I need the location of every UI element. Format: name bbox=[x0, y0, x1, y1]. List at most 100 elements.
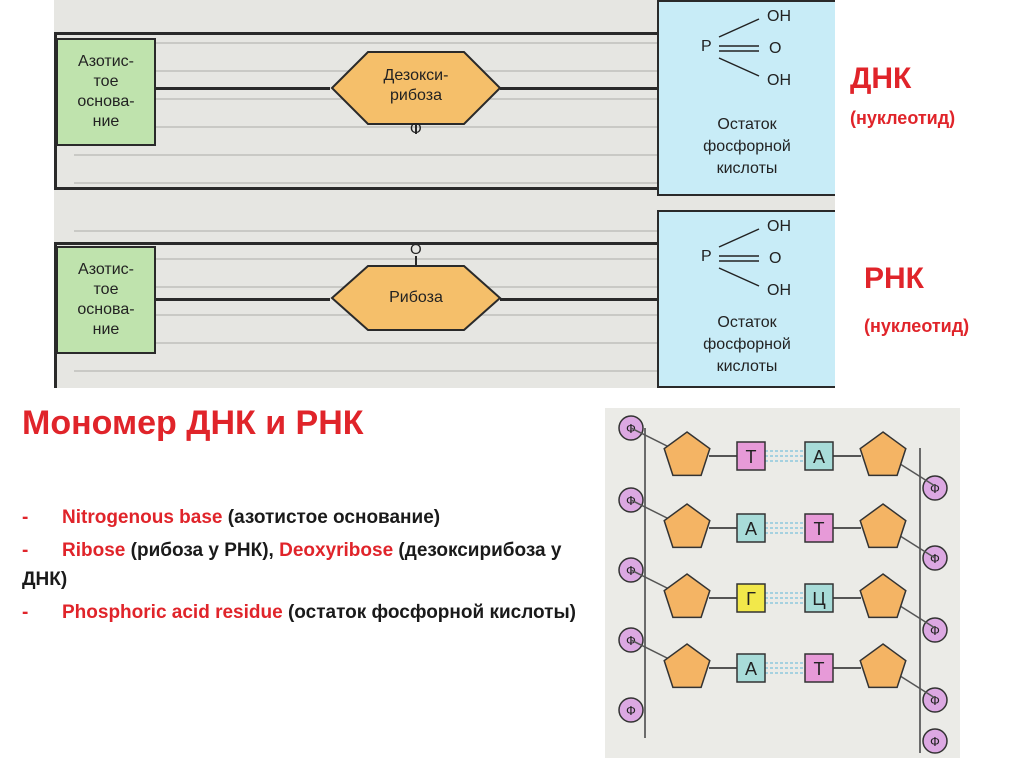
phosphate-label: Ф bbox=[930, 734, 940, 749]
sugar-phosphate-bond bbox=[896, 461, 936, 487]
dna-subtitle: (нуклеотид) bbox=[850, 108, 956, 128]
russian-gloss: (дезоксирибоза у ДНК) bbox=[22, 540, 562, 590]
list-dash: - bbox=[22, 602, 29, 623]
russian-gloss: (остаток фосфорной кислоты) bbox=[282, 602, 577, 623]
english-term: Ribose bbox=[62, 540, 126, 561]
sugar-pentagon bbox=[663, 573, 711, 619]
caption-line: Остаток bbox=[717, 314, 777, 331]
caption-line: Остаток bbox=[717, 116, 777, 133]
rna-nitrogenous-base-box: Азотис- тое основа- ние bbox=[56, 246, 156, 354]
english-term: Nitrogenous base bbox=[62, 507, 223, 528]
rna-base-sugar-bond bbox=[154, 298, 330, 301]
phosphate-circle bbox=[922, 728, 948, 754]
oxygen-group: О bbox=[769, 40, 782, 57]
dna-sugar-phosphate-bond bbox=[500, 87, 660, 90]
list-dash: - bbox=[22, 507, 29, 528]
base-label-line: ние bbox=[92, 113, 120, 130]
hydroxyl-group: ОН bbox=[767, 218, 791, 235]
dna-phosphoric-acid-box: Р ОН О ОН Остаток фосфорной кислоты bbox=[657, 0, 835, 196]
page-heading: Мономер ДНК и РНК bbox=[22, 404, 364, 442]
nucleobase-right bbox=[804, 653, 834, 683]
nucleobase-left-label: А bbox=[745, 519, 757, 539]
sugar-phosphate-bond bbox=[896, 533, 936, 559]
nucleobase-right bbox=[804, 441, 834, 471]
caption-line: фосфорной bbox=[703, 138, 791, 155]
nucleobase-right bbox=[804, 513, 834, 543]
nucleobase-left bbox=[736, 653, 766, 683]
sugar-pentagon bbox=[859, 431, 907, 477]
nucleobase-right-label: А bbox=[813, 447, 825, 467]
rna-sugar-phosphate-bond bbox=[500, 298, 660, 301]
nucleobase-right bbox=[804, 583, 834, 613]
dna-sugar-label: Дезокси- рибоза bbox=[354, 66, 478, 106]
dna-phosphate-caption: Остаток фосфорной кислоты bbox=[659, 114, 835, 180]
sugar-phosphate-bond bbox=[896, 673, 936, 699]
dna-phosphate-bonds bbox=[718, 18, 760, 77]
base-label-line: основа- bbox=[77, 93, 135, 110]
nucleobase-left-label: Г bbox=[746, 589, 756, 609]
base-label-line: тое bbox=[93, 73, 119, 90]
nucleobase-left-label: Т bbox=[746, 447, 757, 467]
sugar-pentagon bbox=[859, 503, 907, 549]
list-dash: - bbox=[22, 540, 29, 561]
dna-nitrogenous-base-box: Азотис- тое основа- ние bbox=[56, 38, 156, 146]
phosphorus-symbol: Р bbox=[701, 248, 712, 265]
nucleobase-right-label: Ц bbox=[812, 589, 825, 609]
nucleobase-right-label: Т bbox=[814, 659, 825, 679]
component-item: - Nitrogenous base (азотистое основание) bbox=[22, 503, 582, 532]
russian-gloss: (рибоза у РНК), bbox=[125, 540, 280, 561]
phosphorus-symbol: Р bbox=[701, 38, 712, 55]
rna-ring-oxygen: О bbox=[410, 241, 422, 258]
rna-subtitle: (нуклеотид) bbox=[864, 316, 970, 336]
base-label-line: ние bbox=[92, 321, 120, 338]
caption-line: кислоты bbox=[716, 160, 778, 177]
nucleobase-left bbox=[736, 513, 766, 543]
rna-phosphate-caption: Остаток фосфорной кислоты bbox=[659, 312, 835, 378]
rna-title: РНК bbox=[864, 262, 924, 295]
sugar-pentagon bbox=[859, 573, 907, 619]
sugar-phosphate-bond bbox=[896, 603, 936, 629]
english-term: Deoxyribose bbox=[279, 540, 394, 561]
sugar-label-line: рибоза bbox=[390, 87, 442, 104]
nucleobase-left-label: А bbox=[745, 659, 757, 679]
component-item: - Phosphoric acid residue (остаток фосфор… bbox=[22, 598, 582, 627]
rna-ribose-pentagon bbox=[330, 256, 502, 331]
nucleobase-left bbox=[736, 441, 766, 471]
phosphate-circle bbox=[618, 697, 644, 723]
sugar-label-line: Дезокси- bbox=[383, 67, 449, 84]
component-list: -Nitrogenous base (азотистое основание)-… bbox=[22, 503, 582, 631]
sugar-pentagon bbox=[859, 643, 907, 689]
hydroxyl-group: ОН bbox=[767, 72, 791, 89]
oxygen-group: О bbox=[769, 250, 782, 267]
component-item: - Ribose (рибоза у РНК), Deoxyribose (дез… bbox=[22, 536, 582, 594]
base-label-line: тое bbox=[93, 281, 119, 298]
sugar-pentagon bbox=[663, 431, 711, 477]
caption-line: фосфорной bbox=[703, 336, 791, 353]
sugar-label-line: Рибоза bbox=[389, 289, 443, 306]
phosphate-label: Ф bbox=[930, 551, 940, 566]
base-label-line: основа- bbox=[77, 301, 135, 318]
rna-phosphoric-acid-box: Р ОН О ОН Остаток фосфорной кислоты bbox=[657, 210, 835, 388]
base-label-line: Азотис- bbox=[78, 53, 134, 70]
dna-deoxyribose-pentagon bbox=[330, 51, 502, 134]
english-term: Phosphoric acid residue bbox=[62, 602, 283, 623]
phosphate-label: Ф bbox=[930, 693, 940, 708]
phosphate-label: Ф bbox=[930, 481, 940, 496]
hydroxyl-group: ОН bbox=[767, 282, 791, 299]
sugar-pentagon bbox=[663, 643, 711, 689]
dna-base-sugar-bond bbox=[154, 87, 330, 90]
sugar-pentagon bbox=[663, 503, 711, 549]
hydroxyl-group: ОН bbox=[767, 8, 791, 25]
nucleobase-right-label: Т bbox=[814, 519, 825, 539]
phosphate-label: Ф bbox=[930, 623, 940, 638]
phosphate-label: Ф bbox=[626, 703, 636, 718]
base-label-line: Азотис- bbox=[78, 261, 134, 278]
dna-ring-oxygen: О bbox=[410, 120, 422, 137]
russian-gloss: (азотистое основание) bbox=[222, 507, 441, 528]
nucleobase-left bbox=[736, 583, 766, 613]
dna-title: ДНК bbox=[850, 62, 912, 95]
nucleotide-diagram: Азотис- тое основа- ние Дезокси- рибоза … bbox=[54, 0, 835, 388]
caption-line: кислоты bbox=[716, 358, 778, 375]
